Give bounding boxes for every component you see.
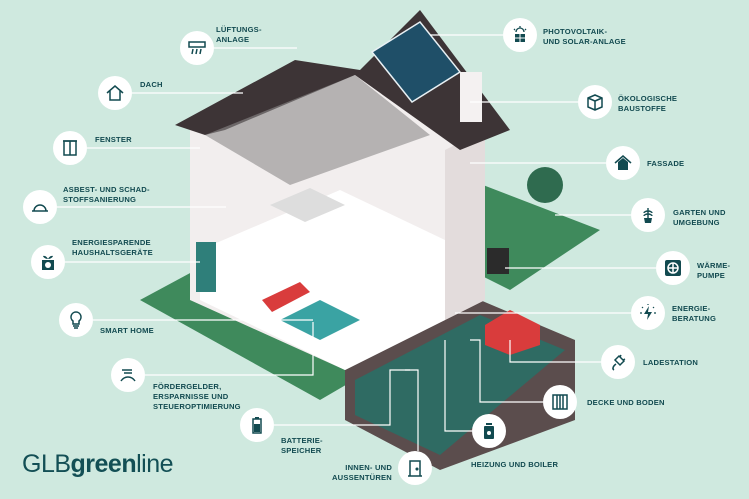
boiler-icon[interactable]	[472, 414, 506, 448]
solar-panel-icon[interactable]	[503, 18, 537, 52]
chimney	[460, 72, 482, 122]
label-fenster: FENSTER	[95, 135, 132, 144]
label-beratung: ENERGIE- BERATUNG	[672, 304, 717, 323]
label-garten: GARTEN UND UMGEBUNG	[673, 208, 726, 227]
door-icon[interactable]	[398, 451, 432, 485]
logo-part-green: green	[70, 450, 137, 478]
label-pv: PHOTOVOLTAIK- UND SOLAR-ANLAGE	[543, 27, 626, 46]
logo-part-glb: GLB	[22, 450, 71, 478]
material-cube-icon[interactable]	[578, 85, 612, 119]
label-tueren: INNEN- UND AUSSENTÜREN	[331, 463, 392, 482]
label-geraete: ENERGIESPARENDE HAUSHALTSGERÄTE	[72, 238, 153, 257]
interior-floor	[200, 190, 445, 370]
money-hand-icon[interactable]	[111, 358, 145, 392]
label-heizung: HEIZUNG UND BOILER	[471, 460, 559, 469]
battery-icon[interactable]	[240, 408, 274, 442]
floor-panels-icon[interactable]	[543, 385, 577, 419]
label-dach: DACH	[140, 80, 163, 89]
rug	[280, 300, 360, 340]
label-asbest: ASBEST- UND SCHAD- STOFFSANIERUNG	[63, 185, 150, 204]
window-icon[interactable]	[53, 131, 87, 165]
label-fassade: FASSADE	[647, 159, 685, 168]
facade-house-icon[interactable]	[606, 146, 640, 180]
plug-icon[interactable]	[601, 345, 635, 379]
sofa	[262, 282, 310, 312]
label-batterie: BATTERIE- SPEICHER	[281, 436, 323, 455]
energy-bolt-icon[interactable]	[631, 296, 665, 330]
label-smarthome: SMART HOME	[100, 326, 154, 335]
ventilation-icon[interactable]	[180, 31, 214, 65]
house-side-wall	[445, 130, 485, 320]
lightbulb-icon[interactable]	[59, 303, 93, 337]
appliance-icon[interactable]	[31, 245, 65, 279]
fan-icon[interactable]	[656, 251, 690, 285]
leader-lines	[57, 34, 656, 451]
plant-icon[interactable]	[631, 198, 665, 232]
heat-pump	[487, 248, 509, 274]
label-lade: LADESTATION	[643, 358, 699, 367]
brand-logo: GLBgreenline	[22, 450, 174, 479]
fridge	[196, 242, 216, 292]
label-baustoffe: ÖKOLOGISCHE BAUSTOFFE	[618, 94, 678, 113]
label-decke: DECKE UND BODEN	[587, 398, 665, 407]
garage-car	[485, 310, 540, 355]
tree	[527, 167, 563, 203]
bed	[270, 188, 345, 222]
logo-part-line: line	[136, 450, 174, 478]
house-roof-icon[interactable]	[98, 76, 132, 110]
attic-glass	[205, 75, 430, 185]
label-foerder: FÖRDERGELDER, ERSPARNISSE UND STEUEROPTI…	[153, 382, 241, 411]
hard-hat-icon[interactable]	[23, 190, 57, 224]
label-waerme: WÄRME- PUMPE	[697, 261, 731, 280]
label-lueftung: LÜFTUNGS- ANLAGE	[216, 25, 262, 44]
